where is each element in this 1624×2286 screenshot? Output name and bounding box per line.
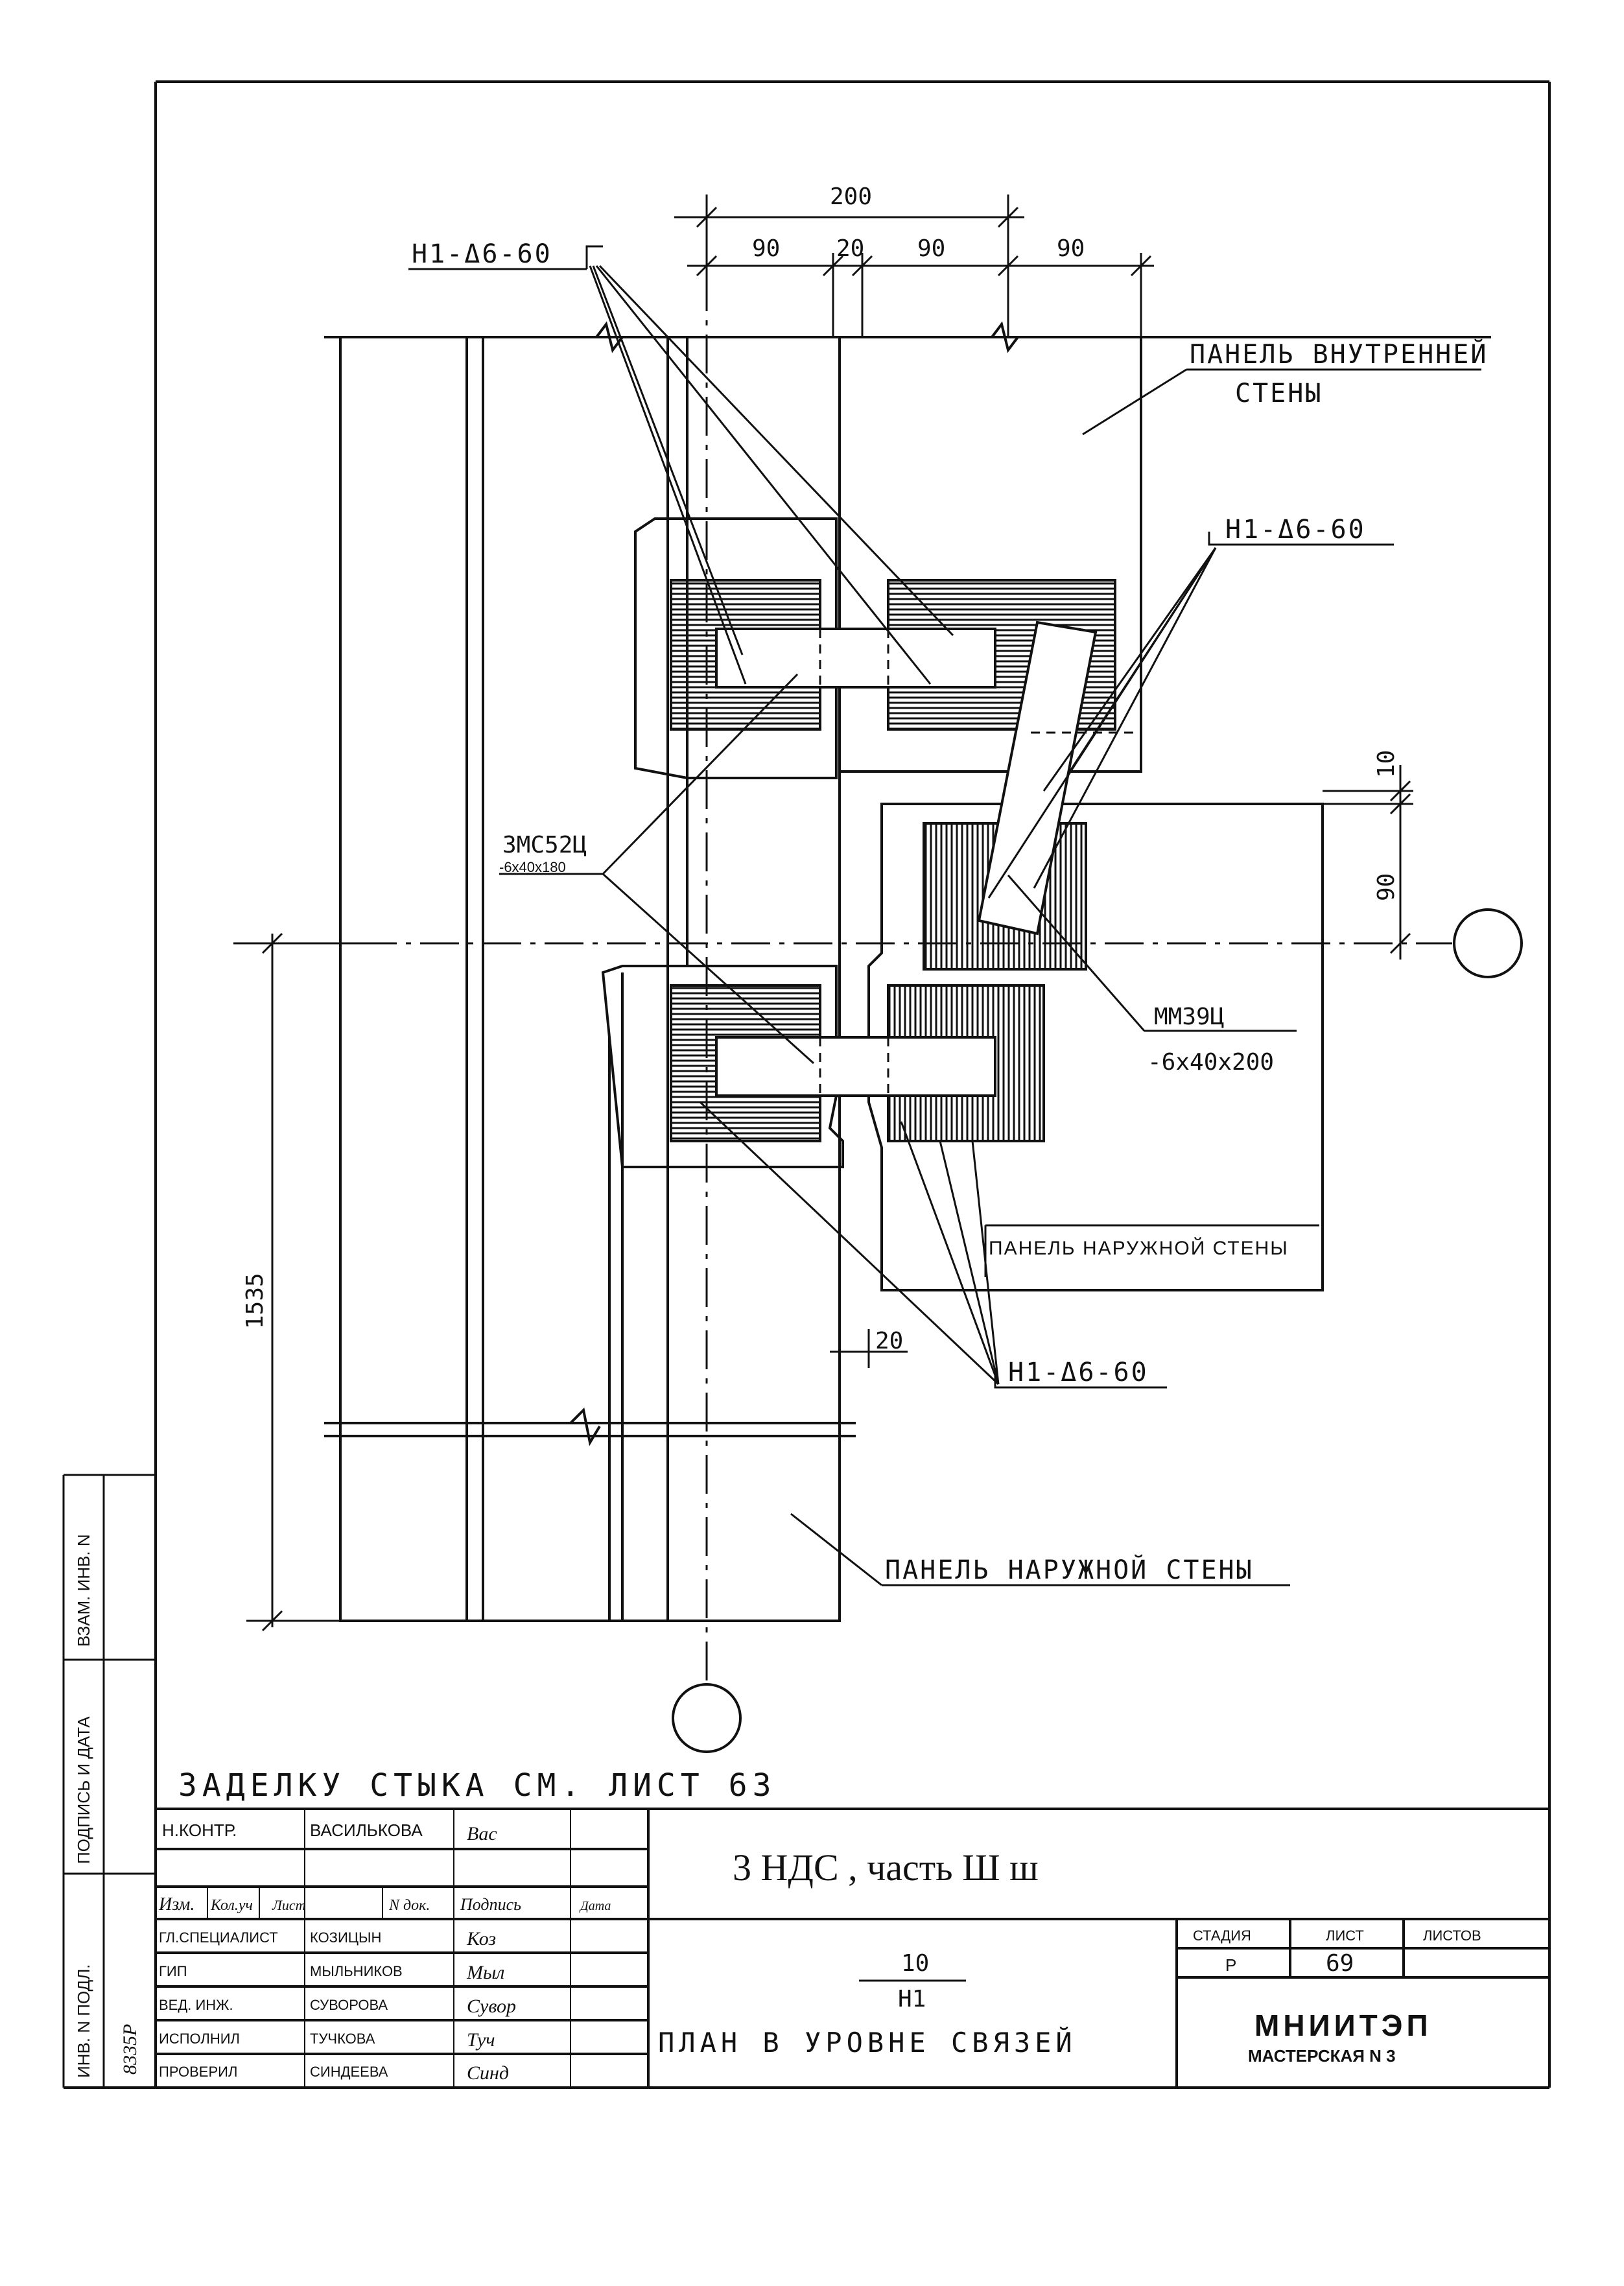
stage-value: Р (1225, 1955, 1236, 1975)
sheet-value: 69 (1326, 1950, 1354, 1977)
norm-control-name: ВАСИЛЬКОВА (310, 1821, 423, 1840)
staff-role: ПРОВЕРИЛ (159, 2064, 237, 2080)
header-list: Лист (272, 1897, 306, 1913)
staff-name: КОЗИЦЫН (310, 1929, 381, 1946)
tie-plate-inclined (977, 620, 1098, 936)
outer-wall-label-right: ПАНЕЛЬ НАРУЖНОЙ СТЕНЫ (989, 1237, 1289, 1259)
dim-90-side: 90 (1373, 873, 1400, 901)
outer-wall-panel-right (867, 803, 1324, 1291)
organization-department: МАСТЕРСКАЯ N 3 (1248, 2046, 1396, 2066)
title-block-grid-thin (207, 1809, 571, 2088)
dim-90-b: 90 (917, 235, 945, 262)
staff-role: ВЕД. ИНЖ. (159, 1997, 233, 2013)
stage-header: СТАДИЯ (1193, 1927, 1251, 1944)
axis-marker-right (1453, 908, 1523, 978)
header-kol-uch: Кол.уч (210, 1897, 253, 1914)
drawing-title: ПЛАН В УРОВНЕ СВЯЗЕЙ (658, 2026, 1077, 2058)
inner-wall-label-line1: ПАНЕЛЬ ВНУТРЕННЕЙ (1190, 338, 1488, 370)
inv-number-handwritten: 8335Р (119, 2024, 141, 2075)
dim-200: 200 (830, 183, 872, 210)
zam-inv-label: ВЗАМ. ИНВ. N (74, 1534, 93, 1647)
tie-plate-lower (715, 1036, 996, 1097)
header-izm: Изм. (158, 1894, 194, 1915)
tie-plates (715, 620, 1098, 1097)
staff-signature: Сувор (467, 1996, 516, 2017)
dim-1535: 1535 (242, 1273, 268, 1329)
dim-90-a: 90 (752, 235, 780, 262)
dim-90-c: 90 (1057, 235, 1085, 262)
outer-wall-label-bottom: ПАНЕЛЬ НАРУЖНОЙ СТЕНЫ (885, 1554, 1254, 1585)
sheet-header: ЛИСТ (1326, 1927, 1364, 1944)
project-title: 3 НДС , часть Ш ш (733, 1846, 1039, 1889)
inv-podl-label: ИНВ. N ПОДЛ. (74, 1964, 93, 2079)
norm-control-role: Н.КОНТР. (162, 1821, 237, 1840)
staff-name: СИНДЕЕВА (310, 2064, 388, 2080)
staff-role: ГЛ.СПЕЦИАЛИСТ (159, 1929, 278, 1946)
dim-20-top: 20 (836, 235, 864, 262)
staff-role: ИСПОЛНИЛ (159, 2031, 240, 2047)
header-n-dok: N док. (388, 1897, 430, 1914)
staff-rows: ГЛ.СПЕЦИАЛИСТ КОЗИЦЫН Коз ГИП МЫЛЬНИКОВ … (159, 1928, 516, 2084)
dimension-lines (246, 194, 1413, 1632)
inner-wall-panel (840, 336, 1142, 773)
title-block-grid (156, 1808, 1549, 2088)
title-block-headers: Изм. Кол.уч Лист N док. Подпись Дата (158, 1894, 611, 1915)
staff-name: МЫЛЬНИКОВ (310, 1963, 403, 1979)
sign-date-label: ПОДПИСЬ И ДАТА (74, 1716, 93, 1864)
leader-lines (408, 245, 1481, 1586)
lower-left-boss (601, 965, 844, 1168)
organization-name: МНИИТЭП (1254, 2009, 1432, 2042)
dim-10: 10 (1373, 750, 1400, 778)
staff-role: ГИП (159, 1963, 187, 1979)
sheets-header: ЛИСТОВ (1423, 1927, 1481, 1944)
staff-name: ТУЧКОВА (310, 2031, 375, 2047)
inner-wall-label-line2: СТЕНЫ (1235, 379, 1323, 408)
tie-label-top-right: Н1-Δ6-60 (1225, 515, 1366, 545)
side-stamp (62, 1474, 156, 2088)
plate-label-right-line2: -6х40х200 (1147, 1049, 1274, 1076)
header-data: Дата (579, 1899, 611, 1913)
norm-control-signature: Вас (467, 1823, 497, 1844)
staff-signature: Мыл (466, 1962, 504, 1983)
header-podpis: Подпись (460, 1895, 521, 1914)
dim-20-bottom: 20 (875, 1328, 903, 1354)
sheet-frame (64, 80, 1551, 2089)
staff-signature: Коз (466, 1928, 496, 1950)
outer-wall-panel-long (339, 336, 841, 1622)
tie-label-top-left: Н1-Δ6-60 (412, 239, 552, 269)
axis-lines (233, 272, 1452, 1686)
upper-left-boss (634, 517, 838, 779)
tie-label-bottom: Н1-Δ6-60 (1008, 1358, 1149, 1387)
joint-sealing-note: ЗАДЕЛКУ СТЫКА СМ. ЛИСТ 63 (178, 1767, 776, 1804)
plate-label-left-line2: -6х40х180 (499, 859, 566, 875)
tie-plate-upper (715, 628, 996, 689)
axis-marker-bottom (672, 1683, 742, 1753)
plate-label-left-line1: ЗМС52Ц (502, 832, 587, 858)
drawing-code-top: 10 (901, 1950, 929, 1977)
staff-signature: Туч (467, 2029, 495, 2051)
drawing-code-bottom: Н1 (898, 1986, 926, 2012)
plate-label-right-line1: ММ39Ц (1154, 1004, 1224, 1030)
staff-name: СУВОРОВА (310, 1997, 388, 2013)
staff-signature: Синд (467, 2062, 509, 2084)
